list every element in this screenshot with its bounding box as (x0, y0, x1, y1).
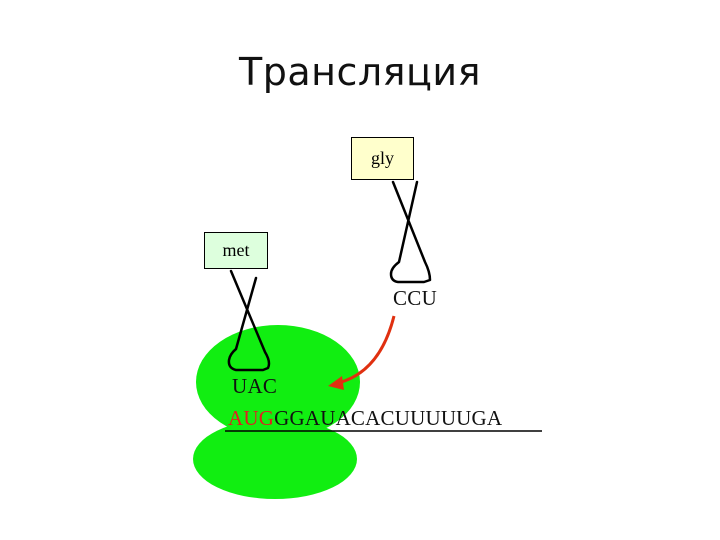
ribosome-large-subunit (196, 325, 360, 439)
ribosome-small-subunit (193, 419, 357, 499)
amino-acid-met-box: met (204, 232, 268, 269)
amino-acid-met-label: met (222, 240, 250, 260)
trna-met (227, 269, 271, 372)
mrna-rest: GGAUACACUUUUUGA (274, 406, 503, 430)
anticodon-uac: UAC (232, 374, 278, 398)
trna-gly (389, 180, 432, 284)
amino-acid-gly-label: gly (370, 148, 394, 168)
movement-arrow (328, 315, 396, 390)
start-codon: AUG (228, 406, 275, 430)
amino-acid-gly-box: gly (351, 137, 414, 180)
mrna-sequence: AUGGGAUACACUUUUUGA (228, 406, 502, 431)
anticodon-ccu: CCU (393, 286, 438, 310)
slide-title: Трансляция (239, 50, 481, 94)
